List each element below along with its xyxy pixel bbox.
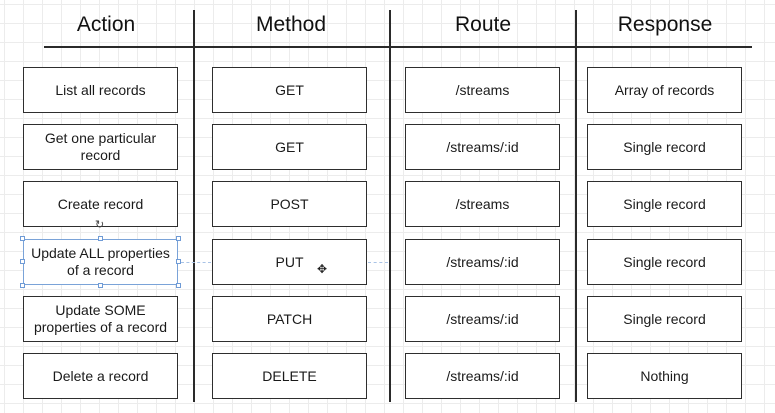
- table-row: Update ALL properties of a record PUT/str…: [0, 236, 775, 288]
- table-row: Update SOME properties of a record PATCH /…: [0, 296, 775, 344]
- action-cell-selected[interactable]: Update ALL properties of a record: [23, 239, 178, 285]
- selection-handle[interactable]: [176, 236, 181, 241]
- header-response: Response: [617, 13, 713, 36]
- table-row: Get one particular record GET/streams/:id…: [0, 124, 775, 172]
- header-method: Method: [255, 13, 327, 36]
- selection-handle[interactable]: [176, 259, 181, 264]
- method-cell[interactable]: PATCH: [212, 296, 367, 342]
- response-cell[interactable]: Single record: [587, 181, 742, 227]
- selection-handle[interactable]: [20, 283, 25, 288]
- response-cell[interactable]: Array of records: [587, 67, 742, 113]
- response-cell[interactable]: Nothing: [587, 353, 742, 399]
- method-cell[interactable]: POST: [212, 181, 367, 227]
- action-cell[interactable]: Delete a record: [23, 353, 178, 399]
- selection-handle[interactable]: [176, 283, 181, 288]
- method-cell[interactable]: GET: [212, 124, 367, 170]
- connection-guide: [368, 262, 388, 263]
- action-cell[interactable]: Update SOME properties of a record: [23, 296, 178, 342]
- route-cell[interactable]: /streams/:id: [405, 124, 560, 170]
- selection-handle[interactable]: [20, 236, 25, 241]
- route-cell[interactable]: /streams/:id: [405, 353, 560, 399]
- column-divider-1: [193, 10, 195, 402]
- route-cell[interactable]: /streams: [405, 67, 560, 113]
- response-cell[interactable]: Single record: [587, 239, 742, 285]
- method-cell[interactable]: PUT: [212, 239, 367, 285]
- response-cell[interactable]: Single record: [587, 124, 742, 170]
- route-cell[interactable]: /streams/:id: [405, 239, 560, 285]
- header-action: Action: [76, 13, 136, 36]
- action-cell[interactable]: Get one particular record: [23, 124, 178, 170]
- selection-handle[interactable]: [98, 236, 103, 241]
- route-cell[interactable]: /streams: [405, 181, 560, 227]
- selection-handle[interactable]: [98, 283, 103, 288]
- header-divider: [44, 46, 752, 48]
- action-cell[interactable]: List all records: [23, 67, 178, 113]
- column-divider-2: [389, 10, 391, 402]
- table-row: Delete a record DELETE/streams/:id Nothing: [0, 353, 775, 401]
- table-row: List all records GET/streams Array of reco…: [0, 67, 775, 115]
- header-route: Route: [454, 13, 512, 36]
- action-cell[interactable]: Create record: [23, 181, 178, 227]
- route-cell[interactable]: /streams/:id: [405, 296, 560, 342]
- table-row: Create record POST/streams Single record: [0, 181, 775, 229]
- column-divider-3: [575, 10, 577, 402]
- response-cell[interactable]: Single record: [587, 296, 742, 342]
- connection-guide: [181, 262, 211, 263]
- method-cell[interactable]: DELETE: [212, 353, 367, 399]
- move-cursor-icon: ✥: [317, 262, 328, 276]
- rotate-cursor-icon: ↻: [95, 218, 105, 231]
- method-cell[interactable]: GET: [212, 67, 367, 113]
- selection-handle[interactable]: [20, 259, 25, 264]
